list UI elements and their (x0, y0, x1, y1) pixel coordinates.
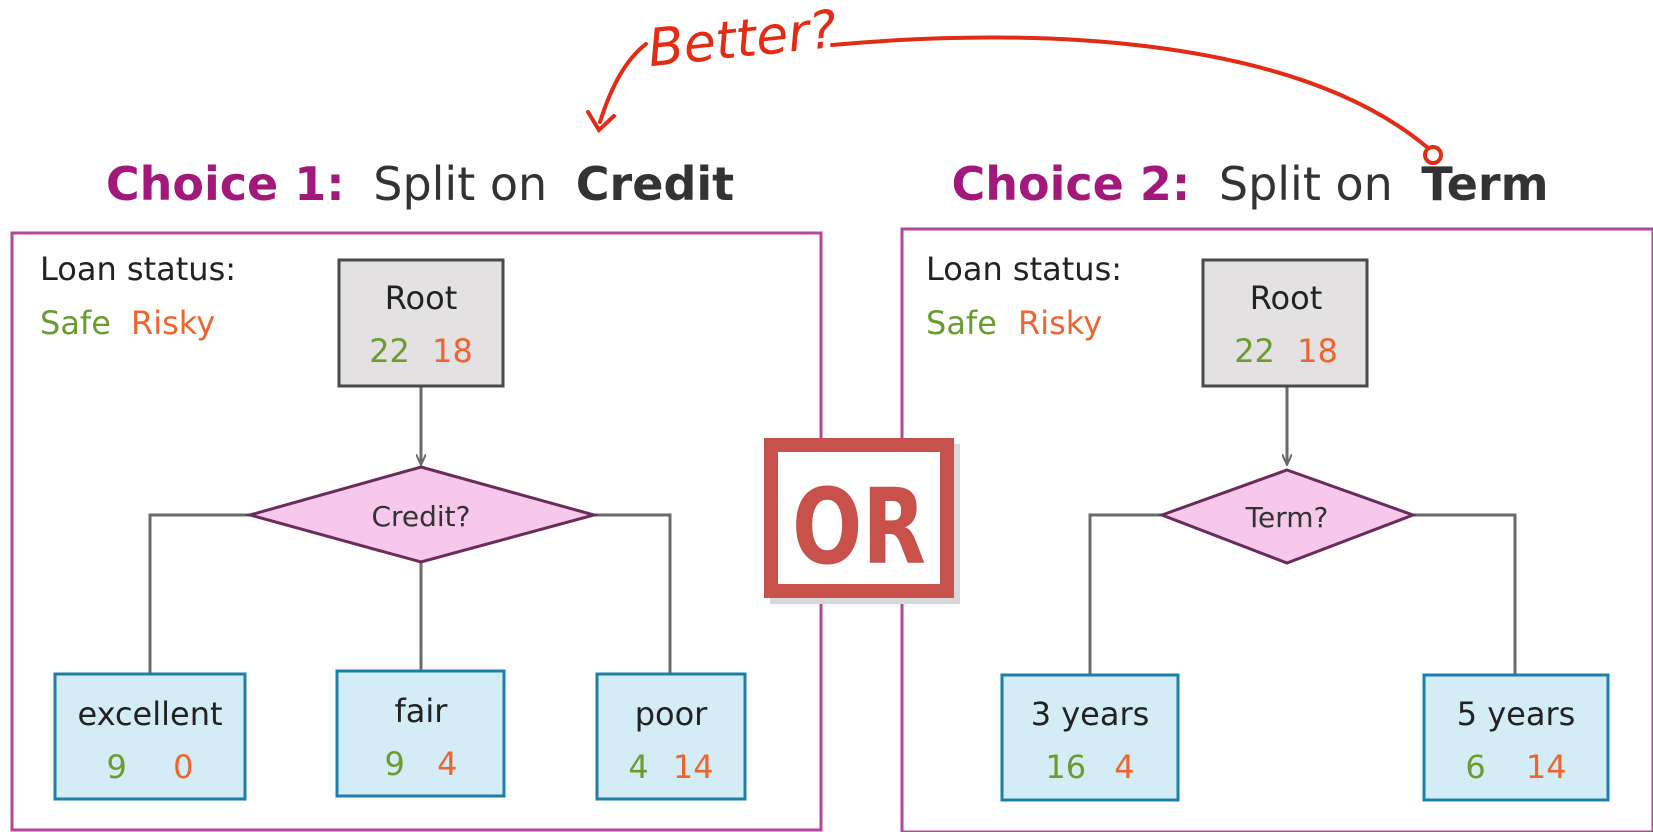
choice1-title-feature: Credit (576, 157, 734, 211)
choice2-leaf-5-years-risky: 14 (1526, 748, 1567, 786)
choice2-leaf-5-years-counts: 6 14 (1465, 748, 1566, 786)
annotation-curve-to-term (830, 35, 1430, 150)
choice1-leaf-excellent-risky: 0 (173, 748, 193, 786)
choice1-leaf-poor-label: poor (635, 695, 708, 733)
choice1-leaf-excellent (53, 672, 247, 801)
choice2-leaf-3-years-counts: 16 4 (1045, 748, 1134, 786)
choice1-root-counts: 22 18 (369, 332, 473, 370)
choice2-leaf-3-years-risky: 4 (1114, 748, 1134, 786)
choice2-root-counts: 22 18 (1234, 332, 1338, 370)
choice2-title-accent: Choice 2: (951, 157, 1190, 211)
choice2-root-risky: 18 (1297, 332, 1338, 370)
choice2-root-safe: 22 (1234, 332, 1275, 370)
choice1-root-risky: 18 (432, 332, 473, 370)
choice1-connector-poor (594, 513, 672, 674)
choice1-title: Choice 1: Split on Credit (106, 157, 734, 211)
choice1-title-accent: Choice 1: (106, 157, 345, 211)
better-annotation: Better? (586, 0, 1443, 165)
choice1-decision-node (244, 465, 600, 564)
choice1-leaf-poor (595, 672, 747, 801)
choice2-leaf-3-years (1000, 673, 1180, 802)
choice2-leaf-5-years-label: 5 years (1457, 695, 1576, 733)
or-badge-text: OR (792, 466, 926, 588)
choice2-panel: Choice 2: Split on Term Loan status: Saf… (900, 157, 1653, 832)
choice1-panel: Choice 1: Split on Credit Loan status: S… (10, 157, 823, 832)
choice2-connector-3-years (1088, 513, 1162, 675)
choice1-leaf-fair (335, 669, 506, 798)
choice1-leaf-excellent-label: excellent (77, 695, 222, 733)
annotation-arrowhead-credit (586, 110, 616, 134)
choice1-root-safe: 22 (369, 332, 410, 370)
or-badge-inner-frame (778, 452, 940, 584)
or-badge: OR (764, 438, 960, 604)
choice2-leaf-5-years-safe: 6 (1465, 748, 1485, 786)
choice1-leaf-poor-safe: 4 (628, 748, 648, 786)
choice1-decision-label: Credit? (371, 500, 470, 533)
annotation-curve-end (1423, 145, 1443, 165)
choice2-decision-label: Term? (1245, 501, 1329, 534)
choice2-title: Choice 2: Split on Term (951, 157, 1548, 211)
better-annotation-text: Better? (645, 0, 840, 79)
choice1-leaf-fair-label: fair (395, 692, 449, 730)
choice1-legend-heading: Loan status: (40, 250, 236, 288)
choice2-legend-heading: Loan status: (926, 250, 1122, 288)
choice1-legend-risky: Risky (131, 304, 215, 342)
choice1-leaf-poor-risky: 14 (673, 748, 714, 786)
choice2-connector-5-years (1413, 513, 1517, 675)
annotation-tick-to-credit (598, 42, 648, 124)
choice1-leaf-excellent-safe: 9 (107, 748, 127, 786)
choice1-leaf-fair-counts: 9 4 (385, 745, 458, 783)
choice1-leaf-poor-counts: 4 14 (628, 748, 713, 786)
choice2-root-node (1201, 258, 1369, 388)
choice2-leaf-5-years (1422, 673, 1610, 802)
choice2-root-label: Root (1250, 279, 1323, 317)
choice2-decision-node (1157, 468, 1418, 565)
choice1-leaf-fair-risky: 4 (437, 745, 457, 783)
choice1-root-node (337, 258, 505, 388)
choice1-title-rest: Split on (373, 157, 547, 211)
choice2-legend-risky: Risky (1018, 304, 1102, 342)
choice1-root-label: Root (385, 279, 458, 317)
choice2-title-feature: Term (1421, 157, 1548, 211)
choice2-leaf-3-years-safe: 16 (1045, 748, 1086, 786)
choice1-connector-excellent (148, 513, 250, 674)
choice1-leaf-excellent-counts: 9 0 (107, 748, 194, 786)
choice2-title-rest: Split on (1219, 157, 1393, 211)
choice2-leaf-3-years-label: 3 years (1031, 695, 1150, 733)
choice1-leaf-fair-safe: 9 (385, 745, 405, 783)
choice2-legend-safe: Safe (926, 304, 997, 342)
choice1-legend-safe: Safe (40, 304, 111, 342)
